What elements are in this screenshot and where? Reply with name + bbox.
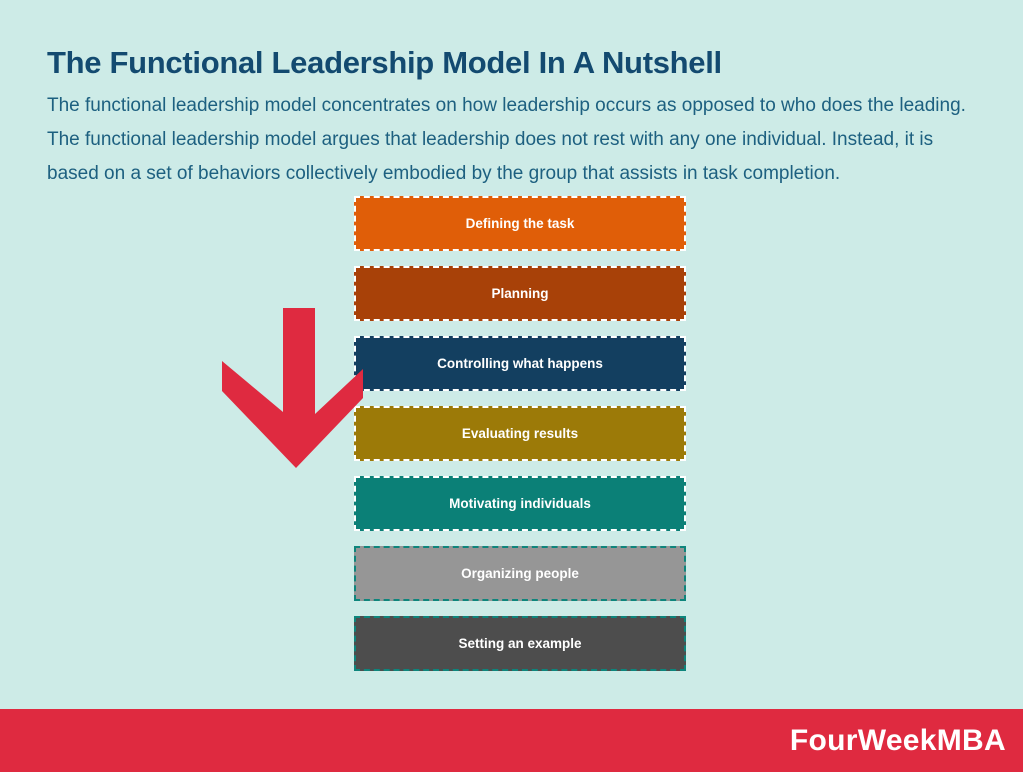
step-box: Planning [354,266,686,321]
step-label: Defining the task [465,216,575,231]
step-box: Controlling what happens [354,336,686,391]
step-label: Motivating individuals [449,496,591,511]
step-box: Defining the task [354,196,686,251]
brand-logo: FourWeekMBA [789,723,1006,757]
step-box: Setting an example [354,616,686,671]
step-label: Controlling what happens [437,356,603,371]
page-title: The Functional Leadership Model In A Nut… [47,44,722,80]
step-label: Organizing people [461,566,579,581]
page-description: The functional leadership model concentr… [47,95,966,184]
step-box: Evaluating results [354,406,686,461]
footer-bar: FourWeekMBA [0,709,1023,772]
step-label: Setting an example [458,636,582,651]
down-arrow-icon [222,308,363,468]
step-box: Organizing people [354,546,686,601]
step-label: Evaluating results [461,426,579,441]
step-label: Planning [491,286,549,301]
step-box: Motivating individuals [354,476,686,531]
